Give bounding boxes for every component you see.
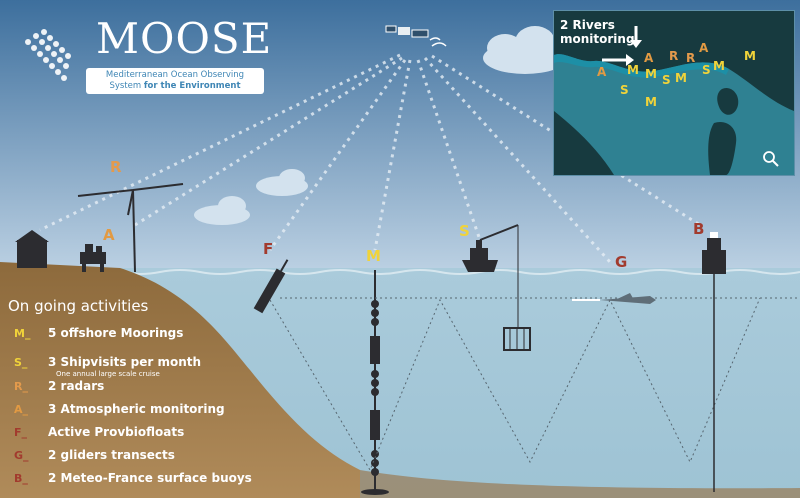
inset-map[interactable]	[553, 10, 795, 176]
logo-subtitle-line1: Mediterranean Ocean Observing	[105, 70, 245, 80]
glider-transect-path	[269, 297, 761, 472]
inset-marker: A	[699, 41, 709, 55]
activity-key: B_	[14, 471, 28, 485]
activity-key: A_	[14, 402, 29, 416]
inset-marker: S	[702, 63, 711, 77]
marker-ship: S	[459, 222, 470, 240]
cloud-icon	[256, 169, 308, 196]
moose-logo-icon	[25, 29, 71, 81]
river-arrow-icon	[630, 26, 642, 48]
inset-marker: S	[662, 73, 671, 87]
inset-marker: M	[645, 95, 657, 109]
satellite-signal-beams	[39, 53, 701, 264]
inset-title: 2 Rivers monitoring	[560, 18, 640, 46]
coastal-station-building	[15, 230, 49, 268]
inset-marker: R	[686, 51, 696, 65]
activity-label: 5 offshore Moorings	[48, 326, 184, 340]
activity-label: 2 gliders transects	[48, 448, 175, 462]
activity-item: F_ Active Provbiofloats	[14, 422, 184, 442]
activities-title: On going activities	[8, 297, 149, 315]
marker-buoy: B	[693, 220, 705, 238]
activity-item: R_ 2 radars	[14, 376, 104, 396]
activity-key: S_	[14, 355, 28, 369]
inset-marker: M	[713, 59, 725, 73]
logo-subtitle-line2b: for the Environment	[143, 81, 241, 91]
activity-label: 3 Shipvisits per month	[48, 355, 202, 369]
activity-key: R_	[14, 379, 28, 393]
inset-marker: A	[597, 65, 607, 79]
activity-label: 3 Atmospheric monitoring	[48, 402, 225, 416]
glider-icon	[572, 293, 656, 304]
inset-marker: A	[644, 51, 654, 65]
wind-turbine-radar	[77, 183, 184, 273]
activity-item: G_ 2 gliders transects	[14, 445, 175, 465]
activity-item: M_ 5 offshore Moorings	[14, 323, 183, 343]
river-arrow-icon	[602, 54, 634, 66]
marker-mooring: M	[366, 247, 381, 265]
activity-item: B_ 2 Meteo-France surface buoys	[14, 468, 252, 488]
marker-glider: G	[615, 253, 628, 271]
activity-item: S_ 3 Shipvisits per month	[14, 352, 201, 372]
logo-subtitle: Mediterranean Ocean Observing System for…	[86, 68, 264, 94]
cloud-icon	[483, 26, 567, 74]
land-coast	[0, 262, 360, 498]
activity-key: F_	[14, 425, 28, 439]
activities-note: One annual large scale cruise	[56, 370, 160, 378]
logo-subtitle-line2a: System	[109, 81, 144, 91]
inset-marker: R	[669, 49, 679, 63]
activity-label: Active Provbiofloats	[48, 425, 185, 439]
satellite-icon	[385, 25, 447, 47]
marker-radar: R	[110, 158, 122, 176]
offshore-mooring	[361, 270, 389, 495]
profiling-float	[253, 259, 289, 314]
magnifier-icon[interactable]	[762, 150, 780, 168]
inset-map-graphic	[554, 11, 794, 175]
cloud-icon	[194, 196, 250, 225]
inset-marker: S	[620, 83, 629, 97]
radar-station	[80, 244, 106, 272]
activity-label: 2 Meteo-France surface buoys	[48, 471, 252, 485]
activity-key: G_	[14, 448, 29, 462]
logo-title: MOOSE	[96, 14, 273, 63]
inset-marker: M	[675, 71, 687, 85]
inset-marker: M	[645, 67, 657, 81]
inset-title-line2: monitoring	[560, 32, 635, 46]
meteo-buoy	[702, 232, 726, 492]
marker-float: F	[263, 240, 274, 258]
inset-marker: M	[744, 49, 756, 63]
activity-label: 2 radars	[48, 379, 105, 393]
inset-title-line1: 2 Rivers	[560, 18, 615, 32]
research-ship	[462, 224, 531, 351]
inset-marker: M	[627, 63, 639, 77]
activity-key: M_	[14, 326, 31, 340]
activity-item: A_ 3 Atmospheric monitoring	[14, 399, 225, 419]
marker-atmospheric: A	[103, 226, 115, 244]
